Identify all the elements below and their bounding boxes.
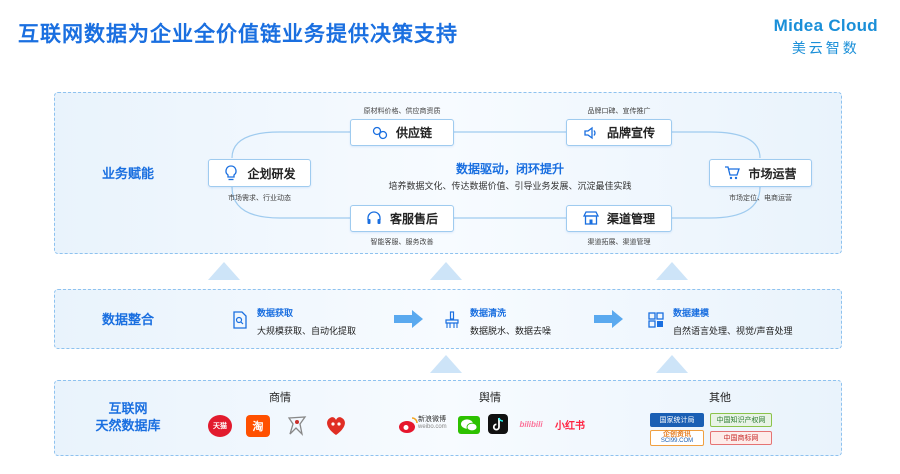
sci99-en: SCI99.COM (660, 438, 694, 444)
internet-label-line1: 互联网 (108, 401, 148, 416)
jd-dog-logo (286, 414, 308, 443)
loop-center-desc: 培养数据文化、传达数据价值、引导业务发展、沉淀最佳实践 (388, 181, 632, 191)
node-rnd-label: 企划研发 (247, 166, 296, 181)
ipr-logo: 中国知识产权网 (710, 413, 772, 427)
link-icon (372, 125, 388, 141)
internet-label-line2: 天然数据库 (95, 418, 161, 433)
business-enablement-label: 业务赋能 (101, 166, 154, 181)
trademark-logo: 中国商标网 (710, 431, 772, 445)
store-icon (582, 211, 599, 227)
wechat-logo (458, 416, 480, 439)
group-public-opinion-title: 舆情 (479, 392, 501, 404)
company-logo: Midea Cloud 美云智数 (774, 16, 878, 58)
bilibili-logo: bilibili (519, 419, 543, 429)
node-channel: 渠道管理 (566, 205, 672, 232)
search-doc-icon (232, 311, 248, 334)
tiktok-logo (488, 414, 508, 439)
sci99-logo: 企创资讯 SCI99.COM (650, 430, 704, 446)
pinduoduo-logo (324, 415, 348, 442)
internet-database-label: 互联网 天然数据库 (88, 400, 168, 434)
weibo-cn: 新浪微博 (418, 416, 446, 423)
tmall-logo: 天猫 (208, 415, 232, 437)
node-brand: 品牌宣传 (566, 119, 672, 146)
step-model-desc: 自然语言处理、视觉/声音处理 (673, 326, 793, 336)
node-market: 市场运营 (709, 159, 812, 187)
node-service-label: 客服售后 (389, 212, 438, 226)
step-model-title: 数据建模 (673, 308, 710, 318)
node-channel-label: 渠道管理 (606, 212, 655, 226)
node-rnd: 企划研发 (208, 159, 311, 187)
node-supply-caption: 原材料价格、供应商资质 (363, 108, 441, 115)
node-market-label: 市场运营 (748, 166, 797, 181)
logo-cn: 美云智数 (791, 40, 860, 56)
node-brand-label: 品牌宣传 (606, 126, 655, 140)
group-other-title: 其他 (709, 392, 731, 404)
stats-bureau-logo: 国家统计局 (650, 413, 704, 427)
node-supply-label: 供应链 (395, 126, 432, 140)
data-integration-panel (54, 289, 842, 349)
node-channel-caption: 渠道拓展、渠道管理 (587, 239, 651, 246)
node-rnd-caption: 市场需求、行业动态 (228, 195, 291, 202)
weibo-text: 新浪微博 weibo.com (418, 414, 447, 430)
flow-arrow-2 (594, 310, 623, 328)
group-business-title: 商情 (269, 392, 291, 404)
weibo-en: weibo.com (418, 424, 447, 430)
speaker-icon (583, 125, 599, 141)
cart-icon (724, 165, 741, 181)
step-acquire-desc: 大规模获取、自动化提取 (257, 326, 357, 336)
broom-icon (444, 311, 460, 334)
node-service-caption: 智能客服、服务改善 (370, 239, 434, 246)
taobao-logo: 淘 (246, 415, 270, 437)
headset-icon (366, 211, 382, 227)
step-acquire-title: 数据获取 (257, 308, 294, 318)
weibo-logo (398, 416, 418, 439)
node-brand-caption: 品牌口碑、宣传推广 (587, 108, 651, 115)
step-clean-title: 数据清洗 (470, 308, 507, 318)
sci99-cn: 企创资讯 (663, 431, 691, 438)
lightbulb-icon (223, 165, 239, 181)
blocks-icon (648, 312, 664, 333)
node-supply: 供应链 (350, 119, 454, 146)
logo-en: Midea Cloud (773, 16, 878, 35)
data-integration-label: 数据整合 (101, 312, 154, 327)
node-market-caption: 市场定位、电商运营 (729, 195, 792, 202)
node-service: 客服售后 (350, 205, 454, 232)
step-clean-desc: 数据脱水、数据去噪 (470, 326, 552, 336)
xiaohongshu-logo: 小红书 (555, 420, 585, 432)
loop-center-title: 数据驱动，闭环提升 (455, 162, 564, 176)
page-title: 互联网数据为企业全价值链业务提供决策支持 (18, 23, 458, 46)
flow-arrow-1 (394, 310, 423, 328)
